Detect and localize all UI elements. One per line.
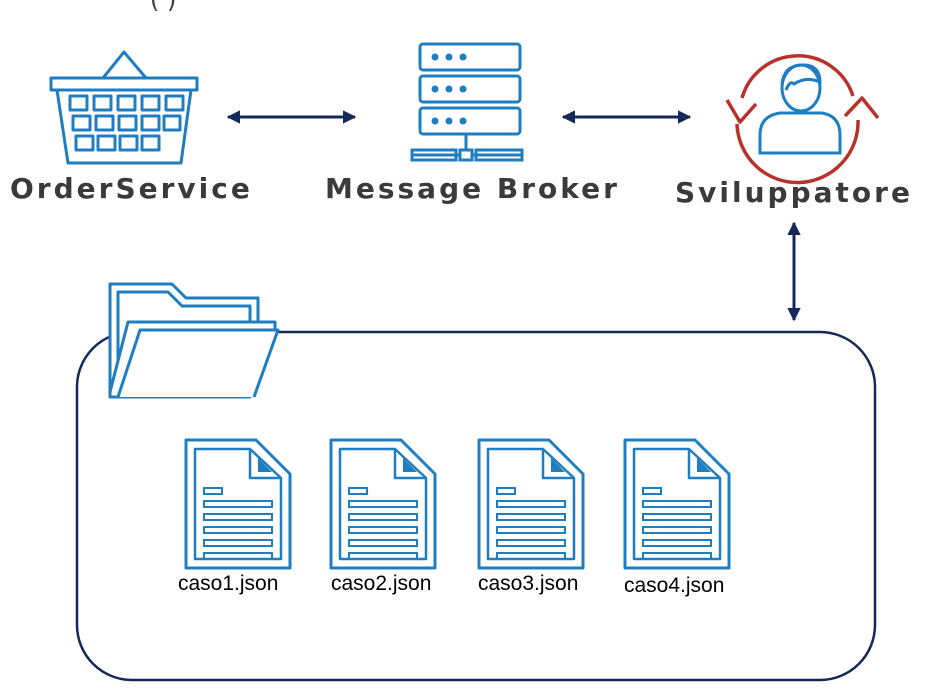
top-cut-text: ( ): [150, 0, 177, 14]
server-rack-icon: [410, 42, 524, 162]
document-icon: [623, 438, 731, 570]
file-label-2: caso2.json: [331, 572, 432, 595]
folder-container: [75, 330, 877, 682]
developer-cycle-icon: [725, 54, 880, 185]
basket-icon: [49, 50, 199, 165]
order-service-label: OrderService: [10, 172, 253, 205]
file-label-4: caso4.json: [624, 574, 725, 597]
message-broker-label: Message Broker: [325, 172, 620, 205]
documents-group: [184, 438, 731, 570]
document-icon: [329, 438, 437, 570]
document-icon: [477, 438, 585, 570]
file-label-3: caso3.json: [478, 572, 579, 595]
sviluppatore-label: Sviluppatore: [675, 176, 913, 209]
folder-icon: [108, 282, 280, 399]
document-icon: [184, 438, 292, 570]
file-label-1: caso1.json: [178, 572, 279, 595]
